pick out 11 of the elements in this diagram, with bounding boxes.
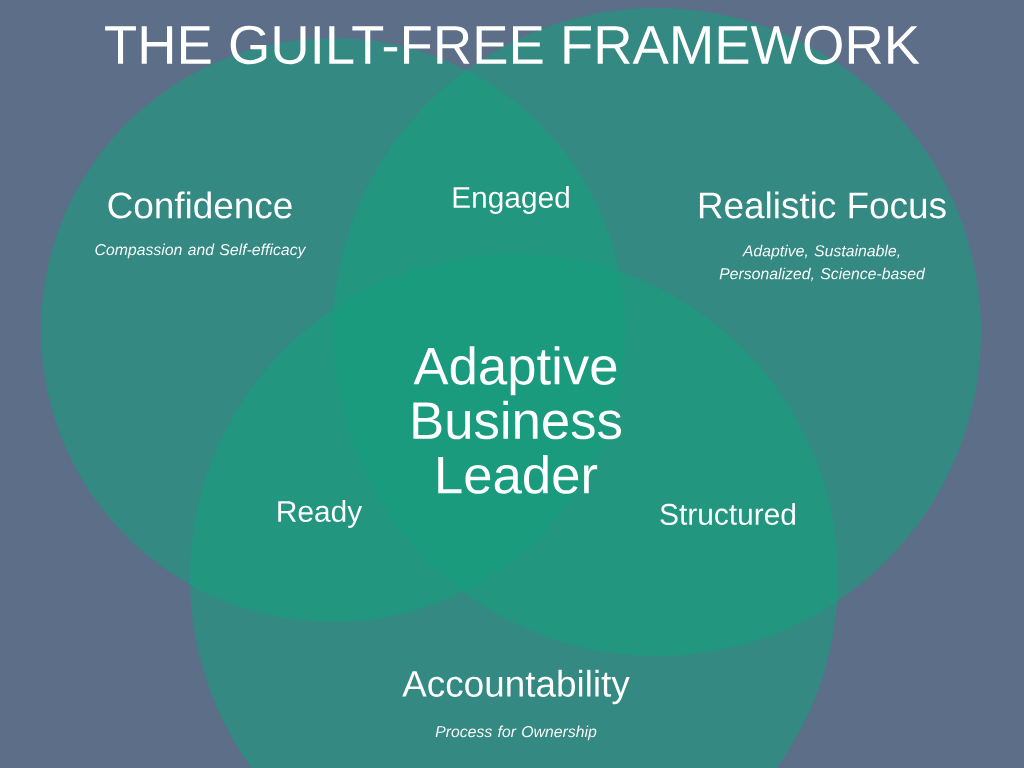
circle-description: Compassion and Self-efficacy	[95, 243, 307, 259]
overlap-label: Structured	[660, 503, 795, 525]
circle-description: Adaptive, Sustainable, Personalized, Science-based	[719, 244, 926, 282]
overlap-label: Engaged	[453, 186, 569, 214]
circle-heading: Realistic Focus	[699, 191, 946, 219]
circle-description: Process for Ownership	[435, 725, 597, 741]
circle-heading: Accountability	[402, 669, 630, 705]
center-label: Adaptive Business Leader	[413, 346, 621, 494]
title: THE GUILT-FREE FRAMEWORK	[105, 25, 920, 65]
overlap-label: Ready	[278, 500, 363, 528]
circle-heading: Confidence	[108, 191, 292, 219]
